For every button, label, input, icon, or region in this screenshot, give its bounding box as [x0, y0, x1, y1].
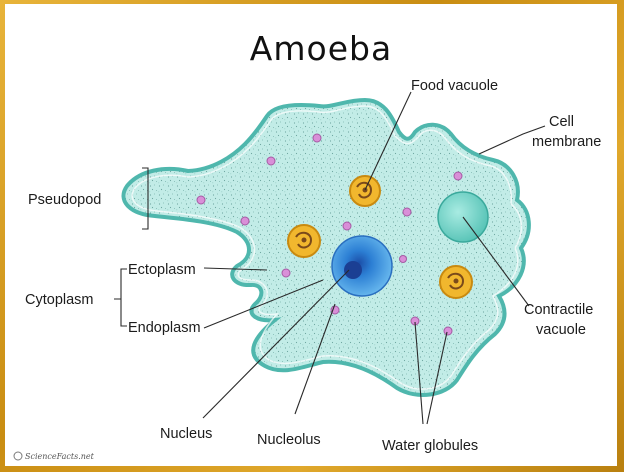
nucleolus	[344, 261, 362, 279]
diagram-canvas: Amoeba	[5, 4, 617, 466]
label-food-vacuole: Food vacuole	[411, 78, 498, 94]
label-endoplasm: Endoplasm	[128, 320, 201, 336]
label-cell-membrane-line1: Cell	[549, 114, 574, 130]
amoeba-diagram: Amoeba	[5, 4, 617, 466]
label-nucleolus: Nucleolus	[257, 432, 321, 448]
logo-text: ScienceFacts.net	[25, 452, 95, 461]
nucleus	[332, 236, 392, 296]
atom-icon	[14, 452, 22, 460]
label-contractile-vacuole-line1: Contractile	[524, 302, 593, 318]
food-vacuole-1	[350, 176, 380, 206]
food-vacuole-3	[440, 266, 472, 298]
label-water-globules: Water globules	[382, 438, 478, 454]
label-contractile-vacuole-line2: vacuole	[536, 322, 586, 338]
food-vacuole-2	[288, 225, 320, 257]
sciencefacts-logo: ScienceFacts.net	[14, 452, 95, 461]
label-ectoplasm: Ectoplasm	[128, 262, 196, 278]
label-cell-membrane-line2: membrane	[532, 134, 601, 150]
label-nucleus: Nucleus	[160, 426, 212, 442]
amoeba-cell	[123, 100, 528, 395]
label-pseudopod: Pseudopod	[28, 192, 101, 208]
diagram-title: Amoeba	[250, 29, 392, 68]
cytoplasm-bracket	[114, 269, 127, 326]
label-cytoplasm: Cytoplasm	[25, 292, 94, 308]
